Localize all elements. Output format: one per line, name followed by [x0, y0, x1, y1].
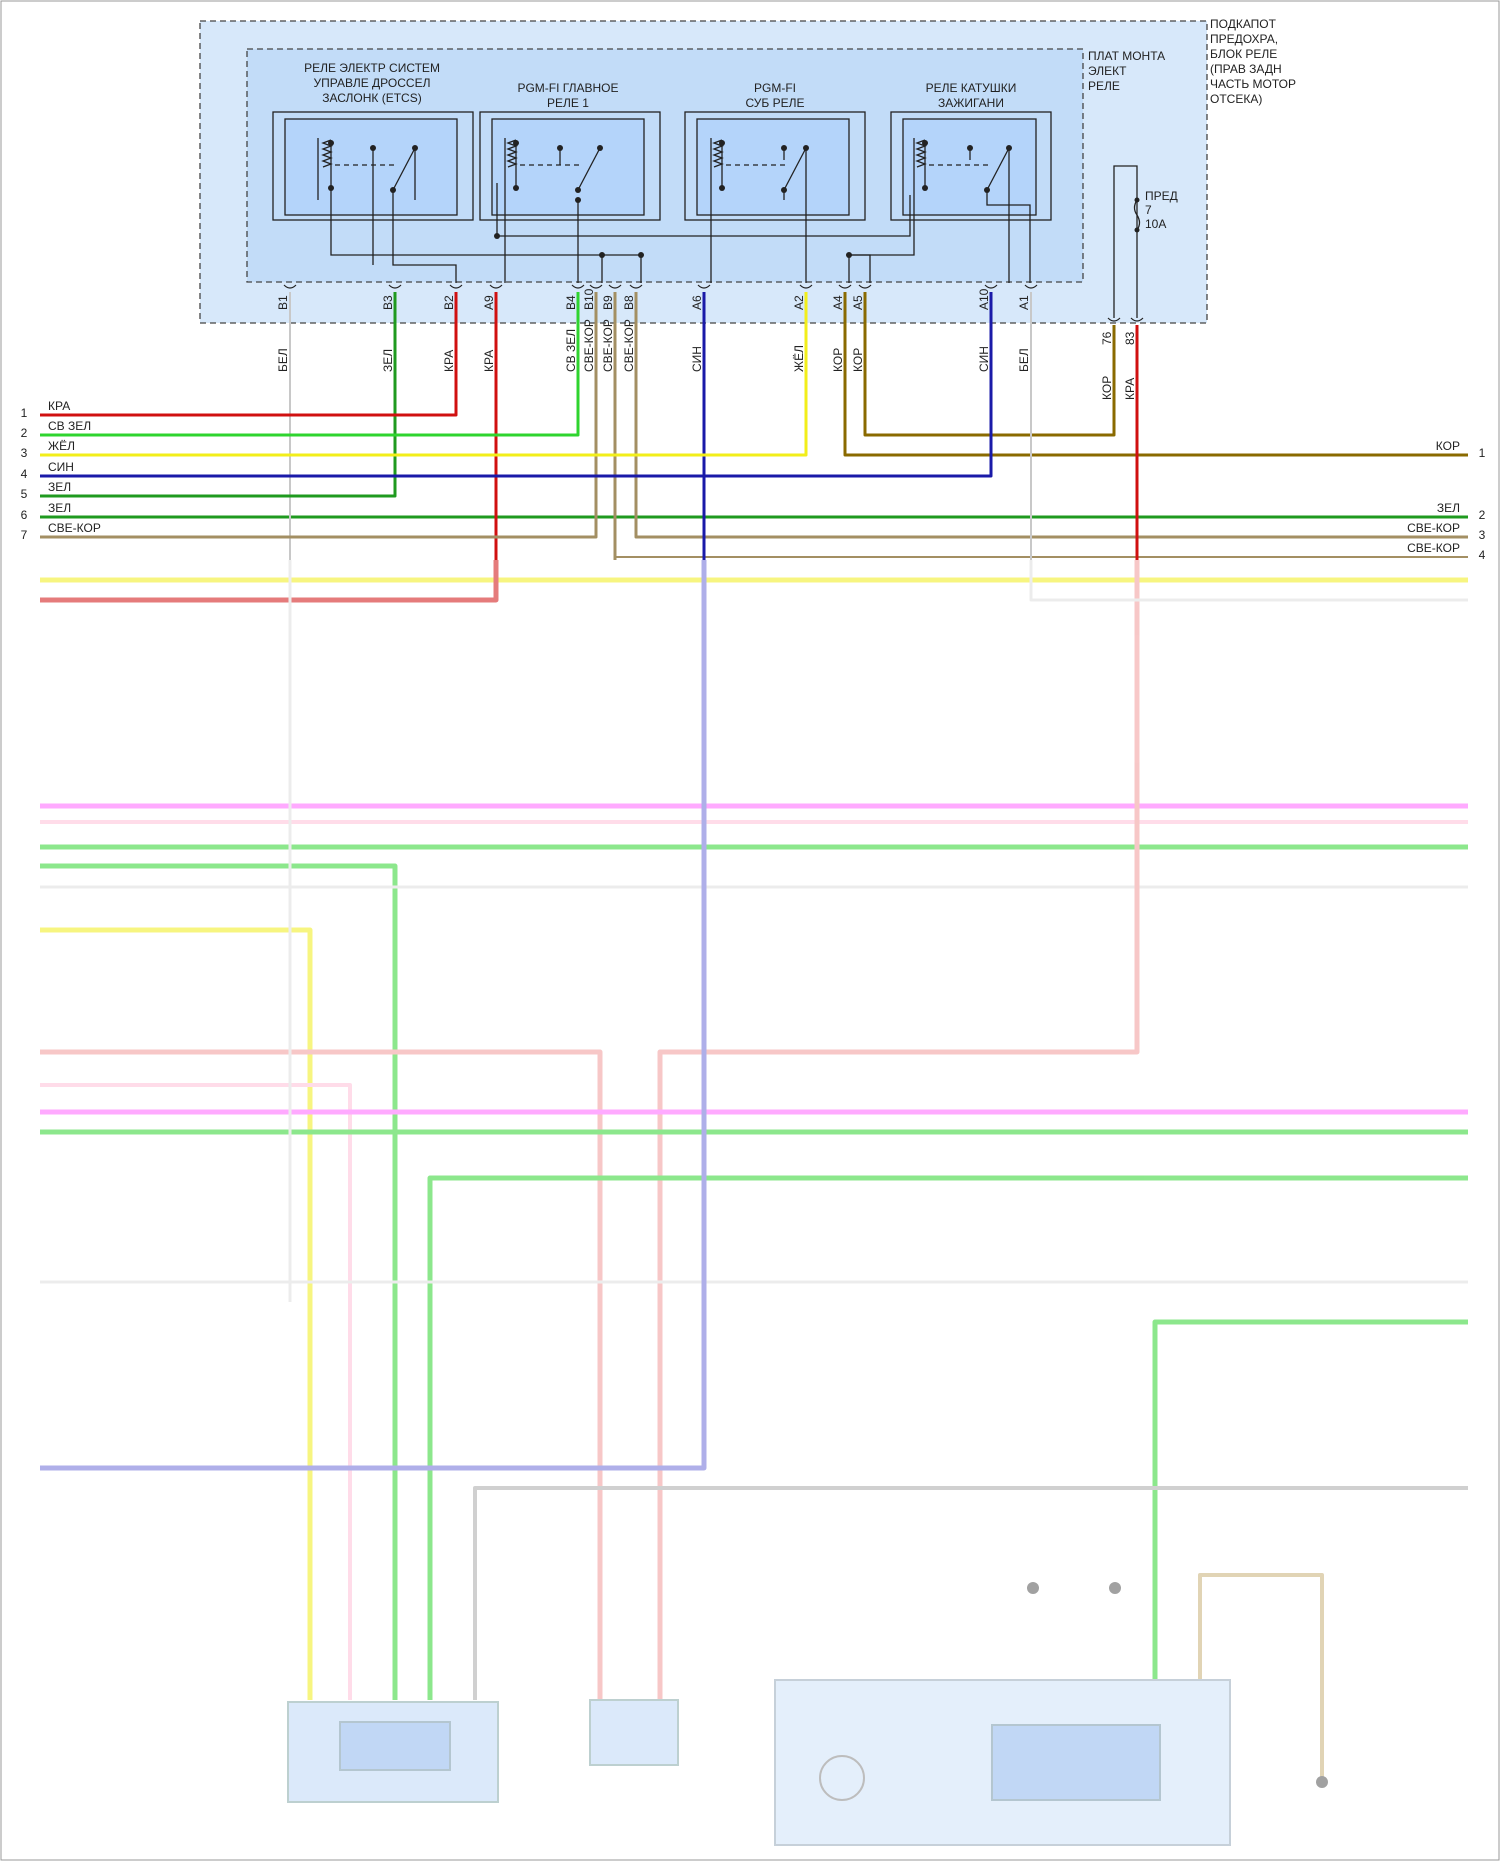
pin-a5-wire: КОР — [851, 348, 865, 372]
right-connector-label-4: СВЕ-КОР — [1407, 541, 1460, 555]
relay-ignition-label-2: ЗАЖИГАНИ — [938, 96, 1004, 110]
pin-76-wire: КОР — [1100, 376, 1114, 400]
right-connector-label-1: КОР — [1436, 439, 1460, 453]
pin-b9-wire: СВЕ-КОР — [601, 319, 615, 372]
left-connector-num-6: 6 — [21, 508, 28, 522]
pin-76-id: 76 — [1100, 331, 1114, 345]
pin-b3-wire: ЗЕЛ — [381, 349, 395, 372]
pin-a6-id: A6 — [690, 295, 704, 310]
right-connector-num-2: 2 — [1479, 508, 1486, 522]
fuse-label-3: 10A — [1145, 217, 1166, 231]
relay-board-title-1: ПЛАТ МОНТА — [1088, 49, 1165, 63]
underhood-fuse-relay-box: ПОДКАПОТ ПРЕДОХРА, БЛОК РЕЛЕ (ПРАВ ЗАДН … — [200, 17, 1296, 323]
pin-a1-wire: БЕЛ — [1017, 348, 1031, 372]
left-connector-label-5: ЗЕЛ — [48, 480, 71, 494]
pin-a4-wire: КОР — [831, 348, 845, 372]
pin-a9-wire: КРА — [482, 350, 496, 372]
left-connector-num-2: 2 — [21, 426, 28, 440]
fuse-label-1: ПРЕД — [1145, 189, 1178, 203]
right-connector-num-3: 3 — [1479, 528, 1486, 542]
lower-terminal-a — [1027, 1582, 1039, 1594]
pin-b10-id: B10 — [582, 288, 596, 310]
left-connector-label-1: КРА — [48, 399, 70, 413]
relay-board-title-3: РЕЛЕ — [1088, 79, 1120, 93]
left-connector-num-1: 1 — [21, 406, 28, 420]
relay-sub-label-1: PGM-FI — [754, 81, 796, 95]
left-connector-num-3: 3 — [21, 446, 28, 460]
lower-component-left-inner — [340, 1722, 450, 1770]
lower-component-right-inner — [992, 1725, 1160, 1800]
pin-a10-id: A10 — [977, 288, 991, 310]
left-connector-label-2: СВ ЗЕЛ — [48, 419, 91, 433]
pin-b8-wire: СВЕ-КОР — [622, 319, 636, 372]
pin-83-wire: КРА — [1123, 378, 1137, 400]
pin-b1-id: B1 — [276, 295, 290, 310]
relay-board-title-2: ЭЛЕКТ — [1088, 64, 1127, 78]
left-connector-num-4: 4 — [21, 467, 28, 481]
pin-a6-wire: СИН — [690, 346, 704, 372]
pin-a2-id: A2 — [792, 295, 806, 310]
relay-etcs-label-1: РЕЛЕ ЭЛЕКТР СИСТЕМ — [304, 61, 440, 75]
pin-a4-id: A4 — [831, 295, 845, 310]
left-connector-num-7: 7 — [21, 528, 28, 542]
pin-83-id: 83 — [1123, 331, 1137, 345]
left-connector-num-5: 5 — [21, 487, 28, 501]
pin-a5-id: A5 — [851, 295, 865, 310]
underhood-box-title-3: БЛОК РЕЛЕ — [1210, 47, 1277, 61]
pin-a10-wire: СИН — [977, 346, 991, 372]
relay-pgmfi-sub — [685, 112, 865, 220]
pin-b8-id: B8 — [622, 295, 636, 310]
right-connector-num-1: 1 — [1479, 446, 1486, 460]
underhood-box-title-1: ПОДКАПОТ — [1210, 17, 1277, 31]
relay-pgmfi-main — [480, 112, 660, 220]
left-connector-label-4: СИН — [48, 460, 74, 474]
pin-b2-wire: КРА — [442, 350, 456, 372]
relay-etcs-label-3: ЗАСЛОНК (ETCS) — [322, 91, 421, 105]
relay-ignition-coil — [891, 112, 1051, 220]
relay-etcs-label-2: УПРАВЛЕ ДРОССЕЛ — [314, 76, 431, 90]
right-connector-num-4: 4 — [1479, 548, 1486, 562]
lower-terminal-b — [1109, 1582, 1121, 1594]
relay-main-label-1: PGM-FI ГЛАВНОЕ — [517, 81, 618, 95]
underhood-box-title-5: ЧАСТЬ МОТОР — [1210, 77, 1296, 91]
left-connector-label-7: СВЕ-КОР — [48, 521, 101, 535]
pin-b1-wire: БЕЛ — [276, 348, 290, 372]
lower-terminal-c — [1316, 1776, 1328, 1788]
right-connector-label-2: ЗЕЛ — [1437, 501, 1460, 515]
pin-b2-id: B2 — [442, 295, 456, 310]
relay-sub-label-2: СУБ РЕЛЕ — [746, 96, 805, 110]
relay-ignition-label-1: РЕЛЕ КАТУШКИ — [926, 81, 1017, 95]
pin-b4-wire: СВ ЗЕЛ — [564, 329, 578, 372]
pin-a9-id: A9 — [482, 295, 496, 310]
lower-component-middle — [590, 1700, 678, 1765]
underhood-box-title-6: ОТСЕКА) — [1210, 92, 1262, 106]
pin-b10-wire: СВЕ-КОР — [582, 319, 596, 372]
left-connector-label-6: ЗЕЛ — [48, 501, 71, 515]
fuse-label-2: 7 — [1145, 203, 1152, 217]
pin-a2-wire: ЖЁЛ — [792, 345, 806, 372]
underhood-box-title-2: ПРЕДОХРА, — [1210, 32, 1278, 46]
pin-b9-id: B9 — [601, 295, 615, 310]
left-connector-label-3: ЖЁЛ — [48, 439, 75, 453]
relay-main-label-2: РЕЛЕ 1 — [547, 96, 589, 110]
pin-b4-id: B4 — [564, 295, 578, 310]
underhood-box-title-4: (ПРАВ ЗАДН — [1210, 62, 1282, 76]
pin-b3-id: B3 — [381, 295, 395, 310]
right-connector-label-3: СВЕ-КОР — [1407, 521, 1460, 535]
pin-a1-id: A1 — [1017, 295, 1031, 310]
